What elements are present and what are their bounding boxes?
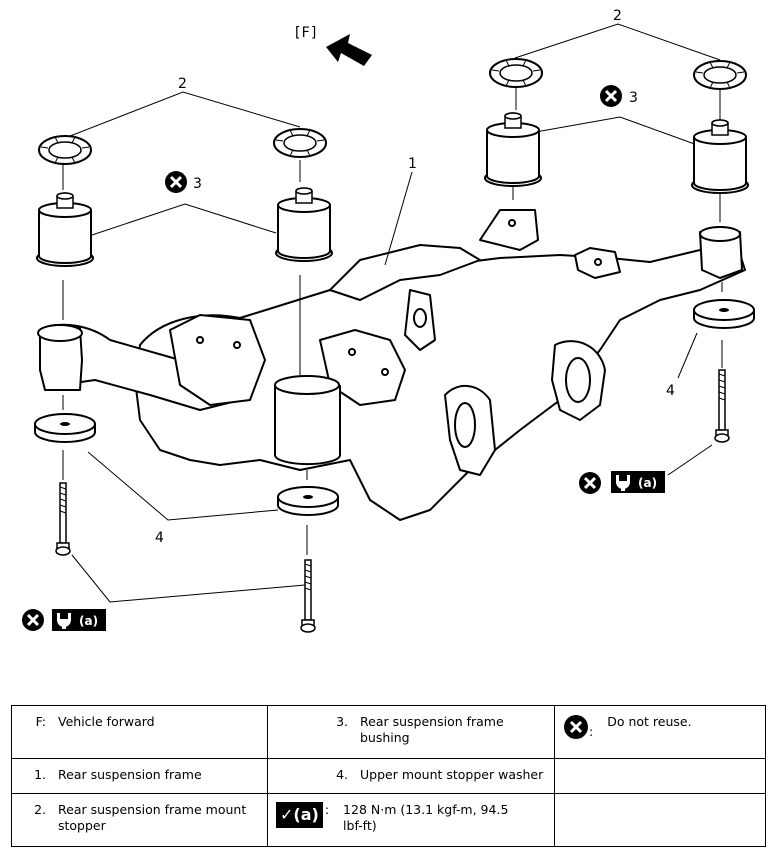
torque-symbol: ✓(a): [276, 802, 323, 828]
callout-3-left: 3: [193, 176, 202, 192]
legend-row: 2. Rear suspension frame mount stopper ✓(…: [11, 793, 766, 847]
legend-num: F:: [35, 714, 46, 729]
legend-cell: 4. Upper mount stopper washer: [267, 758, 555, 794]
torque-marker-label: (a): [79, 614, 98, 628]
legend-cell: 2. Rear suspension frame mount stopper: [11, 793, 268, 847]
torque-wrench-icon: [611, 471, 635, 493]
legend-row: 1. Rear suspension frame 4. Upper mount st…: [11, 758, 766, 794]
legend-cell: 3. Rear suspension frame bushing: [267, 705, 555, 759]
torque-badge: (a): [293, 805, 319, 824]
torque-wrench-icon: [52, 609, 76, 631]
legend-num: 2.: [34, 802, 46, 817]
legend-cell: ✓(a) :128 N·m (13.1 kgf-m, 94.5 lbf-ft): [267, 793, 555, 847]
callout-4-right: 4: [666, 383, 675, 399]
legend-cell-empty: [554, 758, 766, 794]
bushing-right-front: [691, 119, 749, 194]
legend-text: Vehicle forward: [58, 714, 155, 729]
mount-stopper-right-rear: [489, 58, 543, 88]
legend-cell: : Do not reuse.: [554, 705, 766, 759]
legend-text: Do not reuse.: [607, 714, 692, 729]
exploded-view-diagram: [F]: [20, 8, 755, 633]
torque-marker-label: (a): [638, 476, 657, 490]
forward-arrow-icon: [326, 34, 372, 66]
legend-num: 1.: [34, 767, 46, 782]
torque-marker-right: (a): [611, 471, 665, 493]
washer-right: [693, 299, 755, 329]
legend-cell: 1. Rear suspension frame: [11, 758, 268, 794]
bolt-right: [714, 369, 730, 443]
bushing-right-rear: [484, 112, 542, 187]
legend-table: F: Vehicle forward 3. Rear suspension fram…: [11, 705, 766, 847]
bushing-left-rear: [36, 192, 94, 267]
legend-text: Rear suspension frame: [58, 767, 202, 782]
callout-2-right: 2: [613, 8, 622, 24]
legend-text: Upper mount stopper washer: [360, 767, 544, 782]
bolt-left-front: [300, 559, 316, 633]
legend-text: 128 N·m (13.1 kgf-m, 94.5 lbf-ft): [343, 802, 509, 833]
legend-sep: :: [589, 724, 594, 739]
washer-left-rear: [34, 413, 96, 443]
torque-wrench-icon: ✓: [280, 805, 294, 824]
legend-num: 4.: [336, 767, 348, 782]
callout-1: 1: [408, 156, 417, 172]
callout-2-left: 2: [178, 76, 187, 92]
legend-num: 3.: [336, 714, 348, 729]
bolt-left-rear: [55, 482, 71, 556]
do-not-reuse-icon: [564, 715, 588, 739]
leader-lines: [62, 23, 723, 603]
rear-suspension-frame: [37, 209, 746, 521]
legend-cell: F: Vehicle forward: [11, 705, 268, 759]
callout-4-left: 4: [155, 530, 164, 546]
washer-left-front: [277, 486, 339, 516]
do-not-reuse-icon: [20, 607, 46, 633]
mount-stopper-left-front: [273, 128, 327, 158]
legend-text: Rear suspension frame bushing: [360, 714, 504, 745]
do-not-reuse-icon: [163, 169, 189, 195]
torque-marker-left: (a): [52, 609, 106, 631]
bushing-left-front: [275, 187, 333, 262]
mount-stopper-right-front: [693, 60, 747, 90]
mount-stopper-left-rear: [38, 135, 92, 165]
do-not-reuse-icon: [577, 470, 603, 496]
legend-text: Rear suspension frame mount stopper: [58, 802, 247, 833]
do-not-reuse-icon: [598, 83, 624, 109]
callout-3-right: 3: [629, 90, 638, 106]
legend-sep: :: [324, 802, 330, 817]
legend-row: F: Vehicle forward 3. Rear suspension fram…: [11, 705, 766, 759]
legend-cell-empty: [554, 793, 766, 847]
forward-direction-label: [F]: [293, 25, 318, 41]
